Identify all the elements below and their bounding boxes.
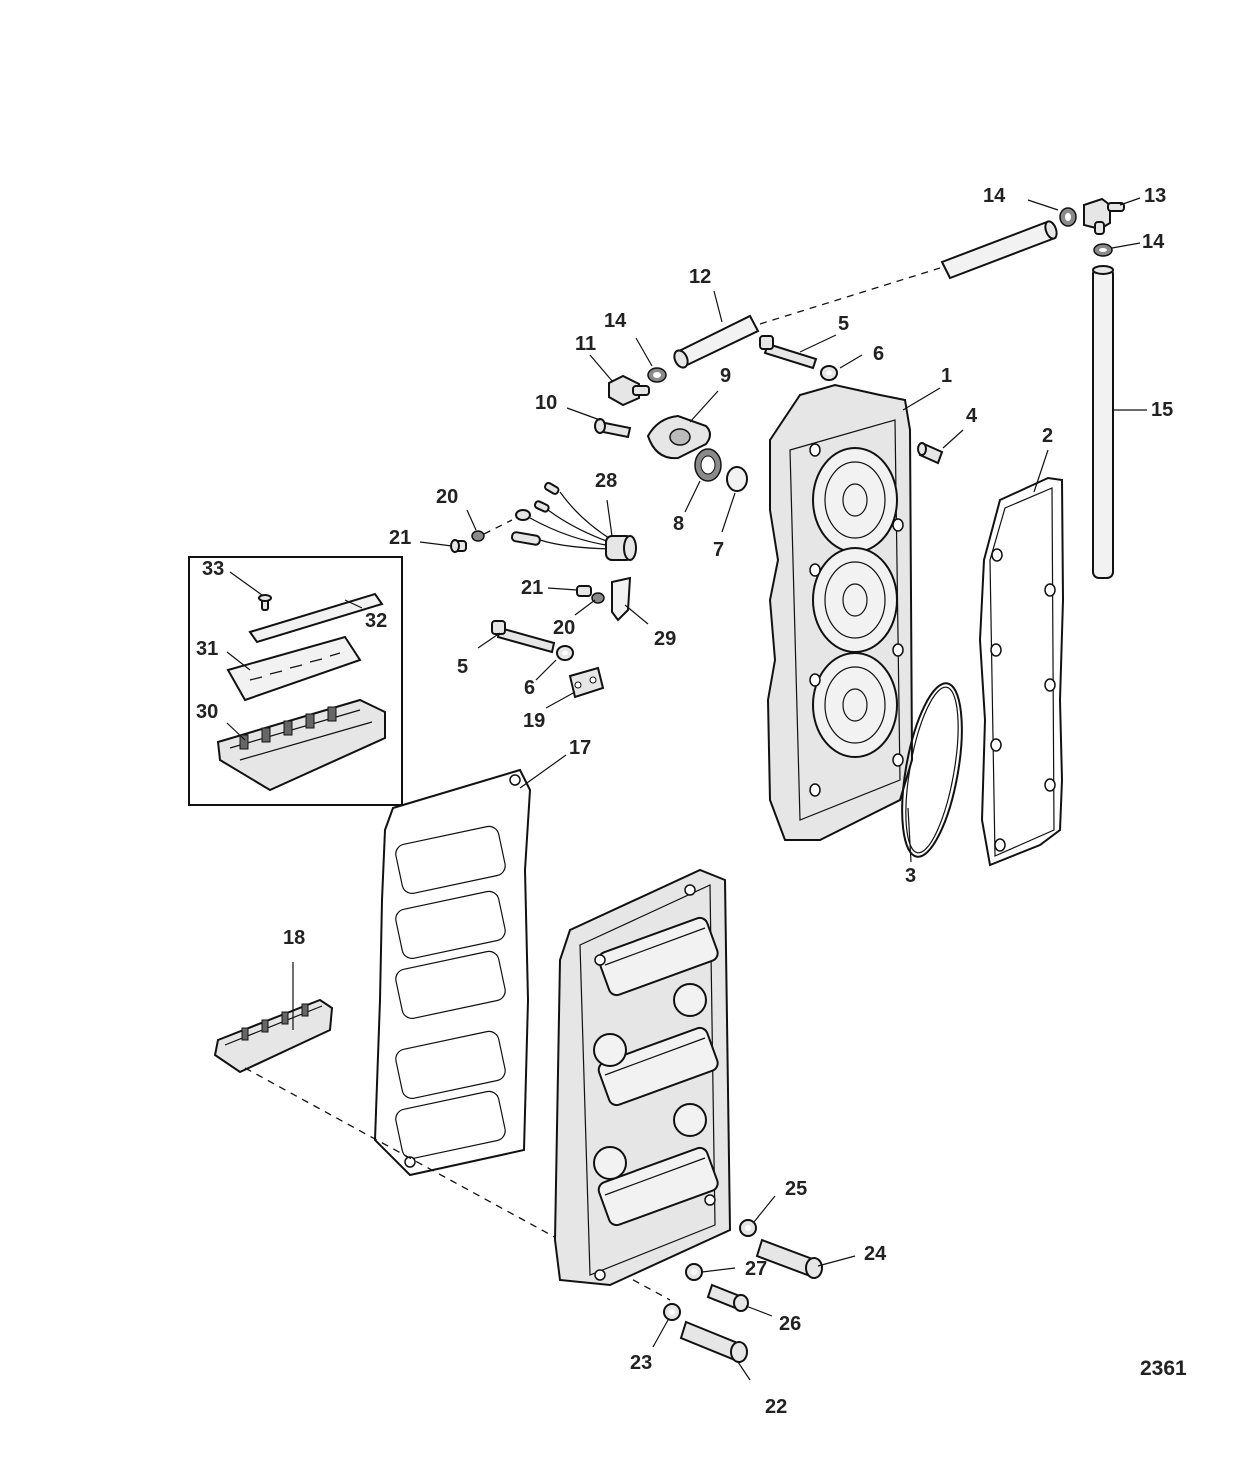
callout-8: 8 (673, 513, 684, 535)
callout-9: 9 (720, 365, 731, 387)
tee-fitting-13 (1083, 197, 1125, 235)
callout-5-left: 5 (457, 656, 468, 678)
callout-13: 13 (1144, 185, 1166, 207)
callout-labels: 1 2 3 4 5 5 6 6 7 8 9 10 11 12 13 14 14 … (196, 185, 1173, 1418)
hose-routing-dashline (759, 267, 941, 325)
callout-21-left: 21 (389, 527, 411, 549)
callout-22: 22 (765, 1396, 787, 1418)
callout-12: 12 (689, 266, 711, 288)
washer-6-top (820, 365, 838, 381)
callout-25: 25 (785, 1178, 807, 1200)
screw-21-right (576, 585, 592, 597)
callout-20-right: 20 (553, 617, 575, 639)
bracket-29 (611, 576, 632, 622)
gasket-2 (978, 476, 1065, 867)
callout-27: 27 (745, 1258, 767, 1280)
washer-27 (685, 1263, 703, 1281)
reed-block-18 (213, 998, 334, 1074)
callout-6-left: 6 (524, 677, 535, 699)
hose-clamp-14-right (1093, 243, 1113, 257)
screw-routing-dashline (483, 519, 513, 535)
plate-19 (568, 666, 605, 699)
callout-11: 11 (575, 333, 596, 355)
callout-30: 30 (196, 701, 218, 723)
seal-8 (694, 448, 722, 482)
callout-21-right: 21 (521, 577, 543, 599)
screw-33 (258, 594, 272, 611)
bolt-5-top (759, 335, 818, 370)
wire-harness-28 (510, 481, 637, 561)
retainer-plate-32 (248, 592, 384, 644)
hose-clamp-14-left (647, 367, 667, 383)
callout-1: 1 (941, 365, 952, 387)
leader-lines (226, 197, 1147, 1381)
bolt-26 (706, 1283, 749, 1312)
callout-26: 26 (779, 1313, 801, 1335)
callout-20-left: 20 (436, 486, 458, 508)
reed-valve-inset-box (188, 556, 403, 806)
bolt-5-left (491, 620, 556, 654)
dowel-pin-4 (917, 442, 944, 465)
disc-7 (726, 466, 748, 492)
hose-12-upper-segment (940, 220, 1058, 280)
bolt-24 (755, 1238, 823, 1279)
gasket-17 (373, 768, 532, 1177)
callout-14-right: 14 (1142, 231, 1165, 253)
callout-24: 24 (864, 1243, 887, 1265)
callout-6-top: 6 (873, 343, 884, 365)
callout-10: 10 (535, 392, 557, 414)
callout-14-left: 14 (604, 310, 627, 332)
callout-32: 32 (365, 610, 387, 632)
callout-28: 28 (595, 470, 617, 492)
washer-6-left (556, 645, 574, 661)
washer-20-left (471, 530, 485, 542)
screw-21-left (450, 539, 467, 553)
intake-manifold (553, 868, 732, 1287)
callout-7: 7 (713, 539, 724, 561)
o-ring-3 (901, 682, 963, 858)
cover-9 (646, 414, 711, 460)
reed-block-30 (216, 698, 386, 792)
bolt-10 (594, 418, 632, 439)
reed-petals-31 (226, 635, 362, 702)
callout-33: 33 (202, 558, 224, 580)
figure-number: 2361 (1140, 1357, 1187, 1380)
cylinder-head-cover-1 (766, 383, 914, 841)
hose-12-lower-segment (673, 314, 760, 369)
callout-19: 19 (523, 710, 545, 732)
callout-29: 29 (654, 628, 676, 650)
callout-14-top: 14 (983, 185, 1006, 207)
callout-4: 4 (966, 405, 978, 427)
callout-17: 17 (569, 737, 591, 759)
callout-5-top: 5 (838, 313, 849, 335)
callout-23: 23 (630, 1352, 652, 1374)
callout-3: 3 (905, 865, 916, 887)
callout-2: 2 (1042, 425, 1053, 447)
fitting-11 (608, 374, 650, 407)
washer-23 (663, 1303, 681, 1321)
callout-15: 15 (1151, 399, 1173, 421)
hose-15-vertical-tube (1092, 265, 1114, 579)
bolt-22 (679, 1320, 748, 1363)
washer-25 (739, 1219, 757, 1237)
callout-18: 18 (283, 927, 305, 949)
callout-31: 31 (196, 638, 218, 660)
hose-clamp-14-top (1059, 207, 1077, 227)
